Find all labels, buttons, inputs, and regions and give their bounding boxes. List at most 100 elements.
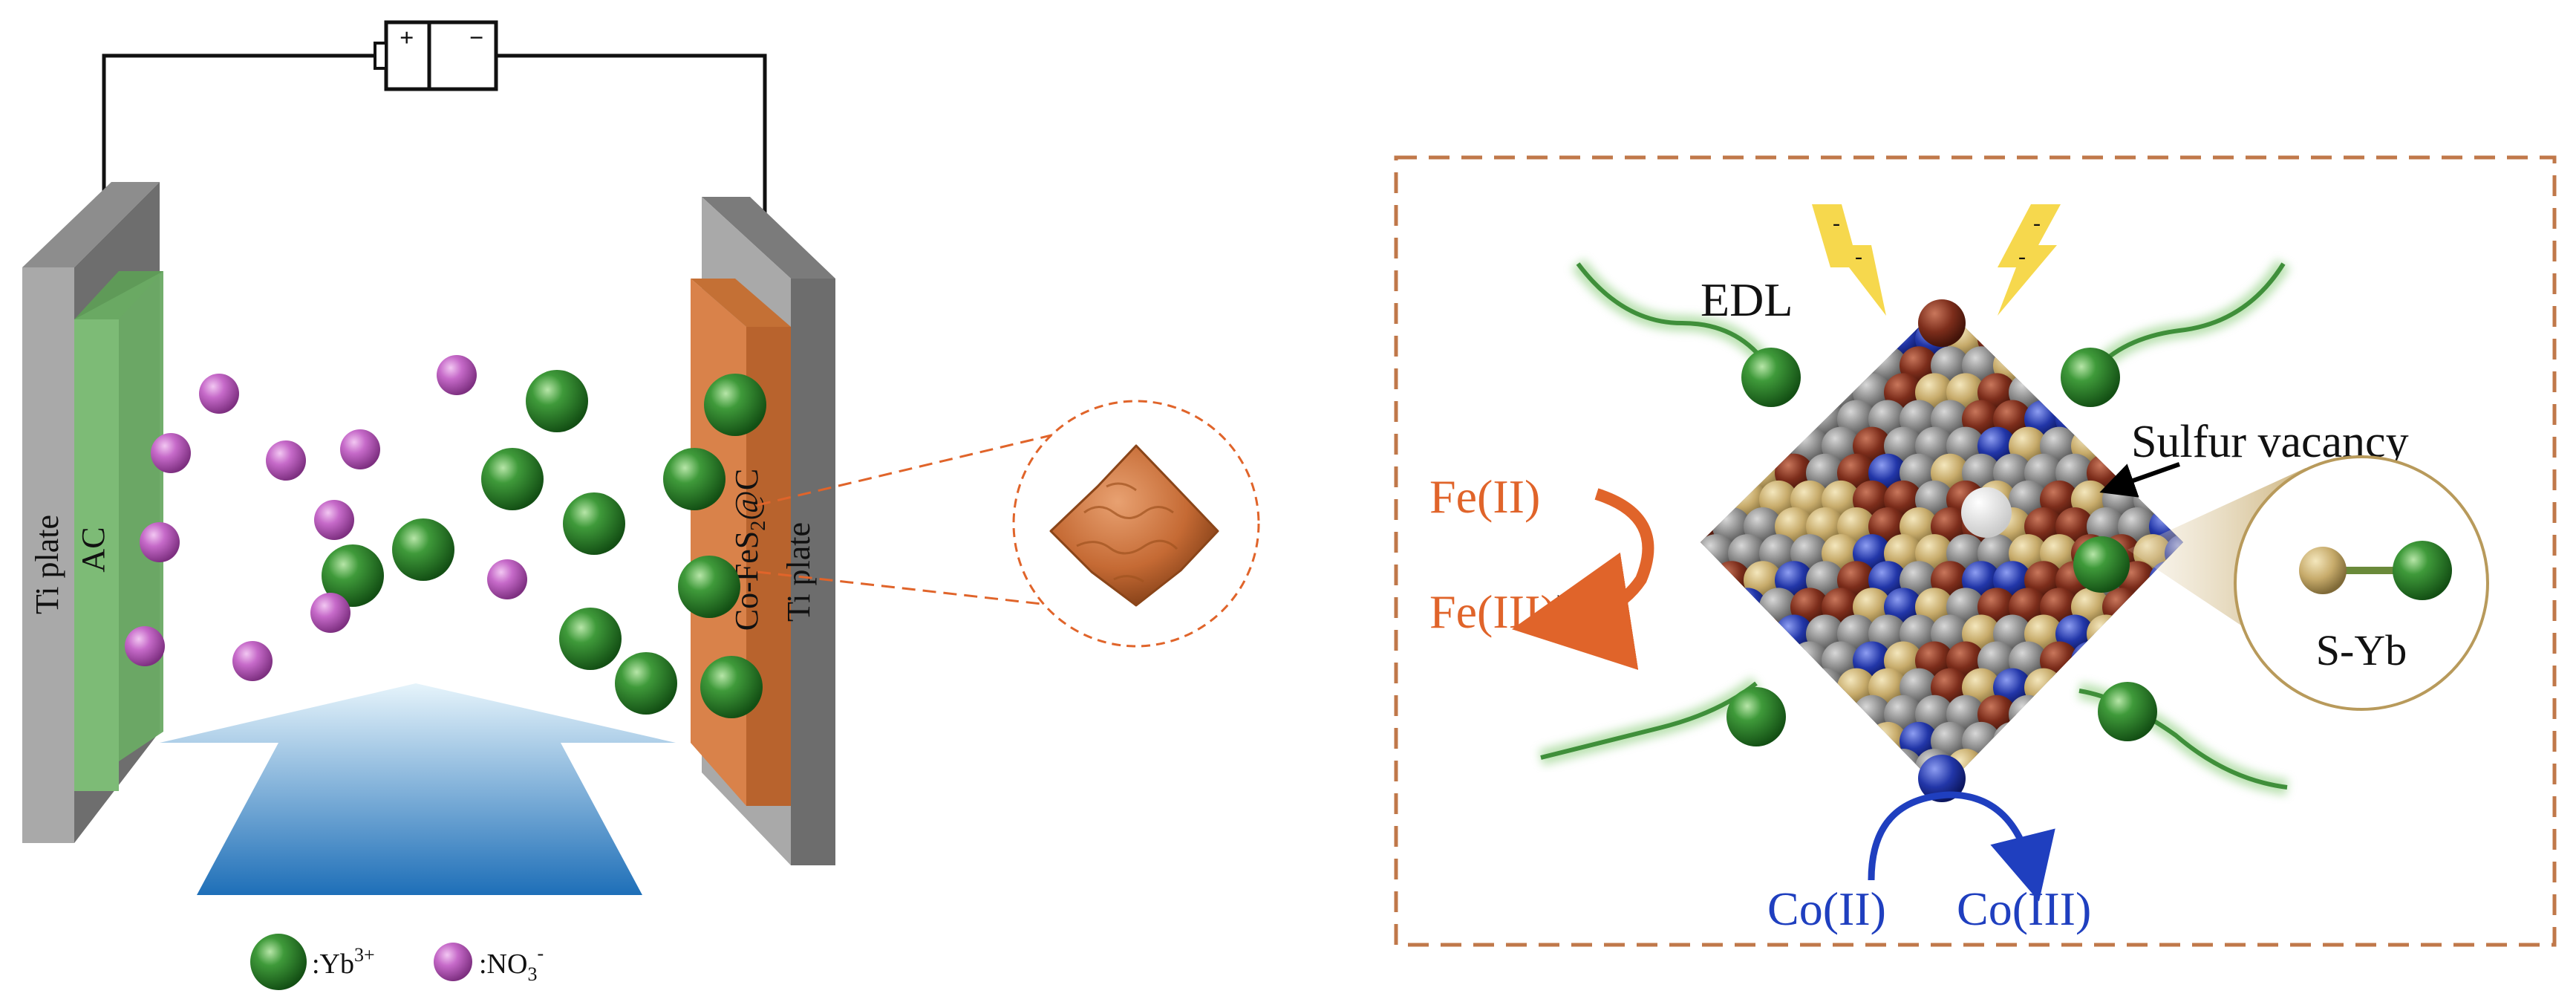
- cluster-atom: [1701, 749, 1735, 788]
- no3-ion: [232, 641, 273, 681]
- yb-ion: [615, 652, 677, 715]
- cluster-atom: [2024, 346, 2063, 385]
- cluster-atom: [2102, 588, 2141, 627]
- cluster-atom: [2133, 588, 2172, 627]
- no3-ion: [437, 355, 477, 395]
- cluster-atom: [1853, 319, 1891, 359]
- vacancy-site: [1961, 487, 2012, 538]
- yb-ion: [392, 518, 454, 581]
- battery-minus-label: −: [469, 25, 483, 52]
- cluster-atom: [2102, 641, 2141, 680]
- cluster-atom: [2133, 641, 2172, 680]
- cluster-atom: [1962, 305, 2001, 331]
- cathode-label: Co-FeS2@C: [728, 469, 770, 631]
- charge-sign: -: [2033, 211, 2041, 235]
- no3-ion: [151, 433, 191, 473]
- cluster-atom: [2149, 346, 2183, 385]
- cluster-atom: [1701, 561, 1720, 600]
- no3-ion: [310, 593, 350, 633]
- cluster-atom: [2055, 721, 2094, 761]
- yb-ion: [704, 374, 766, 436]
- cluster-atom: [1701, 588, 1735, 627]
- cluster-atom: [1759, 749, 1798, 788]
- no3-ion: [140, 522, 180, 562]
- cluster-atom: [1701, 426, 1735, 466]
- lightning-icon: - - - -: [1812, 204, 2061, 316]
- cluster-atom: [1806, 721, 1845, 761]
- cluster-atom: [2102, 749, 2141, 788]
- cluster-atom: [2118, 305, 2156, 331]
- charge-sign: -: [1833, 211, 1840, 235]
- battery-plus-label: +: [400, 25, 414, 52]
- yb-ion: [481, 448, 544, 510]
- cluster-atom: [1712, 614, 1751, 654]
- yb-ion: [526, 370, 588, 432]
- crystal-particle: [1049, 444, 1219, 607]
- cluster-atom: [1701, 614, 1720, 654]
- cluster-atom: [1977, 749, 2016, 788]
- yb-ion: [700, 656, 763, 718]
- cluster-atom: [2024, 305, 2063, 331]
- yb-ion: [678, 556, 740, 618]
- cluster-atom: [2133, 749, 2172, 788]
- cluster-atom: [2087, 305, 2125, 331]
- cluster-atom: [1837, 305, 1876, 331]
- yb-ion: [563, 492, 625, 555]
- zoom-callout: [757, 400, 1260, 648]
- cluster-atom: [1822, 319, 1860, 359]
- no3-ion: [340, 429, 380, 469]
- cluster-atom: [1790, 319, 1829, 359]
- co-redox-arrow: [1868, 791, 2055, 902]
- s-yb-label: S-Yb: [2316, 626, 2407, 674]
- cluster-atom: [1701, 480, 1735, 519]
- edl-ions: [1726, 348, 2157, 746]
- yb-atom: [2393, 541, 2452, 600]
- fe2-label: Fe(II): [1429, 470, 1540, 523]
- electrochemical-cell: + − Ti plate AC Co-FeS2@C T: [22, 20, 835, 990]
- cluster-atom: [2071, 641, 2110, 680]
- cluster-atom: [1775, 400, 1813, 439]
- cluster-atom: [2149, 614, 2183, 654]
- co3-label: Co(III): [1957, 882, 2091, 935]
- yb-ion: [322, 544, 384, 607]
- yb-ion: [1741, 348, 1801, 407]
- legend-no3-label: :NO3-: [479, 943, 544, 985]
- cluster-atom: [2024, 668, 2063, 707]
- legend-yb-label: :Yb3+: [312, 944, 375, 980]
- cluster-atom: [1744, 614, 1782, 654]
- s-atom: [2299, 547, 2347, 594]
- cluster-atom: [2009, 749, 2047, 788]
- co2-label: Co(II): [1767, 882, 1886, 935]
- cluster-atom: [1822, 694, 1860, 734]
- cluster-atom: [2165, 641, 2183, 680]
- dashed-frame: [1394, 155, 2557, 947]
- cluster-atom: [2165, 480, 2183, 519]
- cluster-atom: [1728, 588, 1767, 627]
- cluster-atom: [1993, 305, 2032, 331]
- cluster-atom: [2133, 373, 2172, 412]
- no3-ion: [125, 626, 165, 666]
- cluster-atom: [2165, 373, 2183, 412]
- cluster-atom: [1837, 721, 1876, 761]
- yb-ions: [322, 370, 766, 718]
- cluster-atom: [2118, 614, 2156, 654]
- bottom-atom: [1918, 755, 1966, 802]
- circuit-wire: [102, 53, 767, 215]
- no3-ion: [314, 500, 354, 540]
- cluster-atom: [2009, 694, 2047, 734]
- no3-ion: [199, 374, 239, 414]
- yb-ion: [2098, 682, 2157, 741]
- cluster-atom: [1728, 426, 1767, 466]
- no3-ions: [125, 355, 527, 681]
- edl-label: EDL: [1701, 273, 1793, 326]
- cluster-atom: [1822, 749, 1860, 788]
- cluster-atom: [1790, 749, 1829, 788]
- anode-label: AC: [75, 527, 111, 572]
- cluster-atom: [1790, 694, 1829, 734]
- yb-ion: [2061, 348, 2120, 407]
- legend-yb-swatch: [250, 934, 307, 990]
- right-plate-label: Ti plate: [780, 522, 817, 622]
- cluster-atom: [1853, 749, 1891, 788]
- cluster-atom: [2071, 749, 2110, 788]
